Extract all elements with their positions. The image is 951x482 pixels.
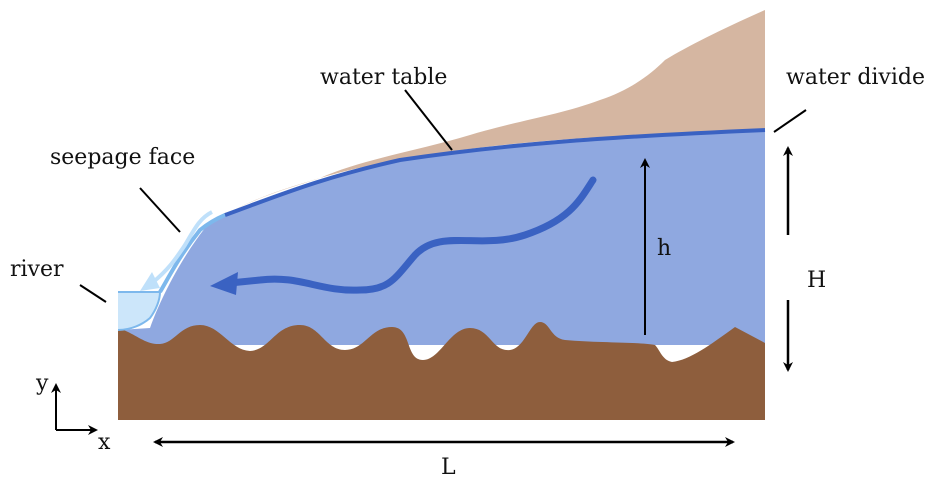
seepage-arrowhead [140,272,160,291]
water-table-leader [404,89,453,151]
label-water-divide: water divide [786,65,925,90]
bedrock-layer [118,322,765,420]
river-leader [79,284,107,303]
seepage-face-line [158,213,226,294]
label-water-table: water table [320,65,447,90]
river [118,292,160,330]
seepage-arrow [150,210,213,285]
label-y: y [35,371,49,396]
label-x: x [98,430,111,455]
label-H: H [807,268,826,293]
label-L: L [441,455,456,477]
label-river: river [10,257,64,282]
seepage-face-leader [139,187,181,233]
water-divide-leader [773,109,807,133]
label-h: h [657,236,671,261]
soil-layer [225,10,765,215]
river-edge [117,291,161,331]
groundwater-body [118,130,765,345]
water-table-line [224,128,766,217]
groundwater-flow-arrow [226,176,597,294]
groundwater-flow-arrowhead [210,272,238,295]
label-seepage-face: seepage face [50,145,195,170]
